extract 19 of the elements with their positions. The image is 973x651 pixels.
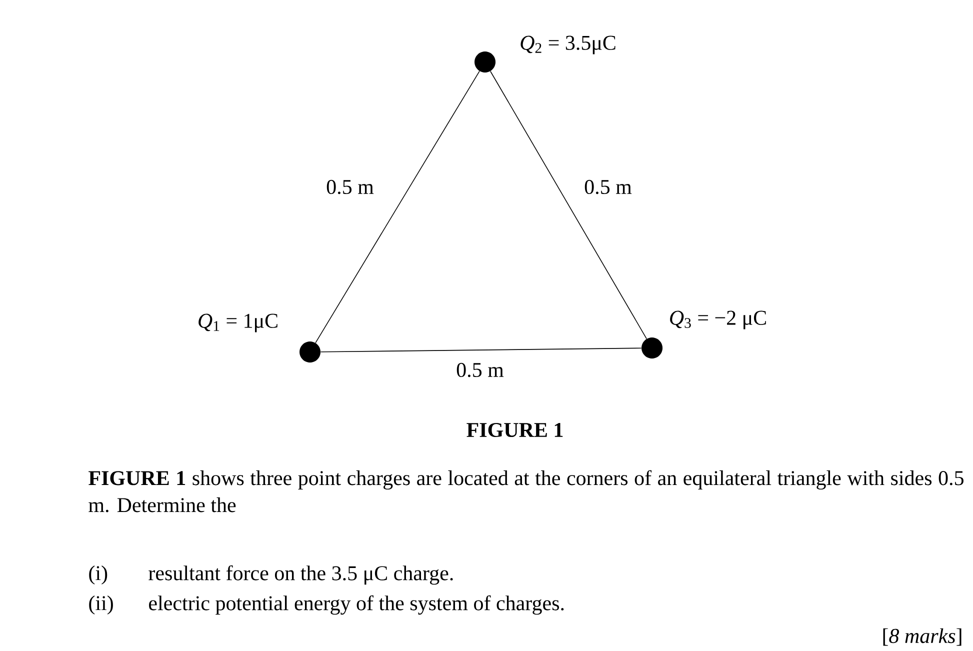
charge-dot	[474, 52, 496, 72]
charge-label: Q$_{1}$ = 1μC	[198, 314, 278, 332]
charge-label: Q$_{2}$ = 3.5μC	[520, 36, 616, 54]
charge-label: Q$_{3}$ = −2 μC	[670, 310, 766, 330]
charge-dot	[642, 338, 662, 358]
figure-caption: FIGURE 1	[466, 422, 563, 438]
marks-label: [8 marks]	[883, 628, 962, 646]
dimension-label: 0.5 m	[584, 180, 632, 194]
dimension-label: 0.5 m	[326, 180, 374, 194]
side-line	[315, 70, 480, 344]
dimension-label: 0.5 m	[456, 362, 504, 378]
item-number: (i)	[89, 565, 108, 585]
side-line	[490, 70, 648, 340]
item-text: resultant force on the 3.5 μC charge.	[148, 565, 453, 585]
item-number: (ii)	[89, 596, 113, 615]
question-text: FIGURE 1 shows three point charges are located at the corners of an equilateral triangle with sides 0.5 m. Determine the	[88, 470, 964, 512]
side-line	[320, 348, 642, 352]
item-text: electric potential energy of the system of charges.	[149, 595, 564, 615]
charge-dot	[300, 342, 320, 362]
